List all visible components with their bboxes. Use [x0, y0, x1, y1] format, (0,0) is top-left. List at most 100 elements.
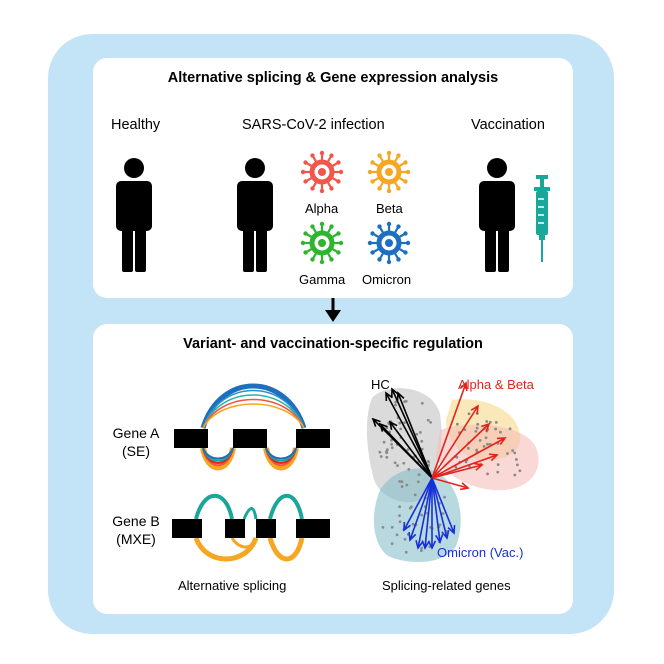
- alpha-beta-loading-arrow: [431, 404, 479, 479]
- sample-point: [454, 465, 458, 469]
- sample-point: [403, 421, 406, 424]
- sample-point: [398, 480, 402, 483]
- sample-point: [476, 422, 480, 426]
- omicron-loading-arrow: [431, 477, 456, 535]
- sample-point: [478, 438, 482, 442]
- top-panel-title: Alternative splicing & Gene expression a…: [167, 70, 499, 86]
- infection-label: SARS-CoV-2 infection: [242, 117, 385, 133]
- omicron-loading-arrow: [421, 477, 433, 550]
- sample-point: [395, 533, 399, 537]
- sample-point: [485, 420, 489, 423]
- vaccination-label: Vaccination: [471, 117, 545, 133]
- sample-point: [405, 483, 409, 487]
- hc-loading-arrow: [388, 420, 433, 479]
- sample-point: [511, 449, 515, 452]
- variant-label-beta: Beta: [376, 201, 403, 216]
- virus-omicron-icon: [367, 221, 411, 265]
- gene-b-exon-4: [296, 519, 330, 538]
- sample-point: [499, 430, 502, 434]
- sample-point: [429, 420, 432, 424]
- sample-point: [385, 455, 389, 459]
- alpha-beta-loading-arrow: [431, 381, 468, 479]
- sample-point: [398, 520, 402, 524]
- sample-point: [518, 469, 522, 473]
- sample-point: [467, 412, 471, 416]
- biplot-label-omicron: Omicron (Vac.): [437, 545, 524, 560]
- omicron-loading-arrow: [408, 477, 433, 542]
- sample-point: [455, 422, 459, 426]
- sample-point: [419, 549, 423, 553]
- gene-a-type: (SE): [122, 443, 150, 459]
- sample-point: [411, 522, 415, 526]
- sample-point: [506, 452, 509, 455]
- gene-b-exon-2: [225, 519, 245, 538]
- variant-label-alpha: Alpha: [305, 201, 339, 216]
- gene-b-diagram: [172, 493, 330, 562]
- sample-point: [494, 420, 498, 424]
- sample-point: [398, 505, 402, 509]
- variant-label-gamma: Gamma: [299, 272, 346, 287]
- gene-a-label: Gene A (SE): [108, 424, 164, 460]
- sample-point: [396, 464, 399, 468]
- sample-point: [413, 493, 417, 497]
- sample-point: [406, 448, 410, 452]
- alpha-beta-loading-arrow: [431, 462, 484, 479]
- sample-point: [418, 430, 422, 434]
- sample-point: [378, 450, 382, 454]
- sample-point: [464, 460, 468, 464]
- hc-loading-arrow: [378, 422, 433, 479]
- sample-point: [420, 401, 424, 405]
- alpha-cluster: [436, 424, 539, 491]
- biplot: [366, 381, 539, 562]
- variant-label-omicron: Omicron: [362, 272, 412, 287]
- sample-point: [390, 525, 394, 529]
- biplot-label-hc: HC: [371, 377, 390, 392]
- sample-point: [398, 514, 401, 518]
- sample-point: [403, 400, 407, 403]
- gene-a-name: Gene A: [112, 425, 160, 441]
- sample-point: [441, 512, 445, 515]
- gene-b-label: Gene B (MXE): [104, 512, 168, 548]
- sample-point: [417, 473, 421, 477]
- sample-point: [482, 444, 486, 448]
- gene-b-name: Gene B: [112, 513, 160, 529]
- sample-point: [474, 429, 478, 433]
- sample-point: [420, 546, 423, 550]
- sample-point: [515, 458, 518, 461]
- sample-point: [426, 418, 430, 422]
- omicron-loading-arrow: [415, 477, 433, 550]
- virus-alpha-icon: [300, 150, 344, 194]
- sample-point: [385, 448, 389, 452]
- virus-beta-icon: [367, 150, 411, 194]
- sample-point: [486, 442, 489, 446]
- sample-point: [394, 400, 397, 404]
- alpha-beta-loading-arrow: [431, 453, 499, 479]
- sample-point: [496, 470, 500, 474]
- alpha-beta-loading-arrow: [431, 477, 470, 491]
- sample-point: [398, 421, 402, 425]
- sample-point: [420, 513, 424, 517]
- sample-point: [385, 451, 389, 455]
- sample-point: [390, 438, 393, 442]
- sample-point: [508, 427, 512, 431]
- omicron-loading-arrow: [403, 477, 433, 532]
- sample-point: [443, 495, 446, 499]
- sample-point: [494, 427, 498, 431]
- sample-point: [410, 505, 413, 509]
- healthy-label: Healthy: [111, 117, 161, 133]
- sample-point: [484, 436, 488, 440]
- biplot-label-alpha-beta: Alpha & Beta: [458, 377, 534, 392]
- sample-point: [393, 461, 397, 465]
- sample-point: [379, 455, 383, 458]
- sample-point: [513, 451, 517, 455]
- sample-point: [416, 480, 420, 484]
- sample-point: [427, 460, 431, 464]
- sample-point: [486, 472, 489, 476]
- sample-point: [403, 537, 407, 541]
- sample-point: [496, 463, 500, 467]
- sample-point: [390, 542, 394, 545]
- alpha-beta-loading-arrow: [431, 422, 491, 479]
- gene-a-exon-3: [296, 429, 330, 448]
